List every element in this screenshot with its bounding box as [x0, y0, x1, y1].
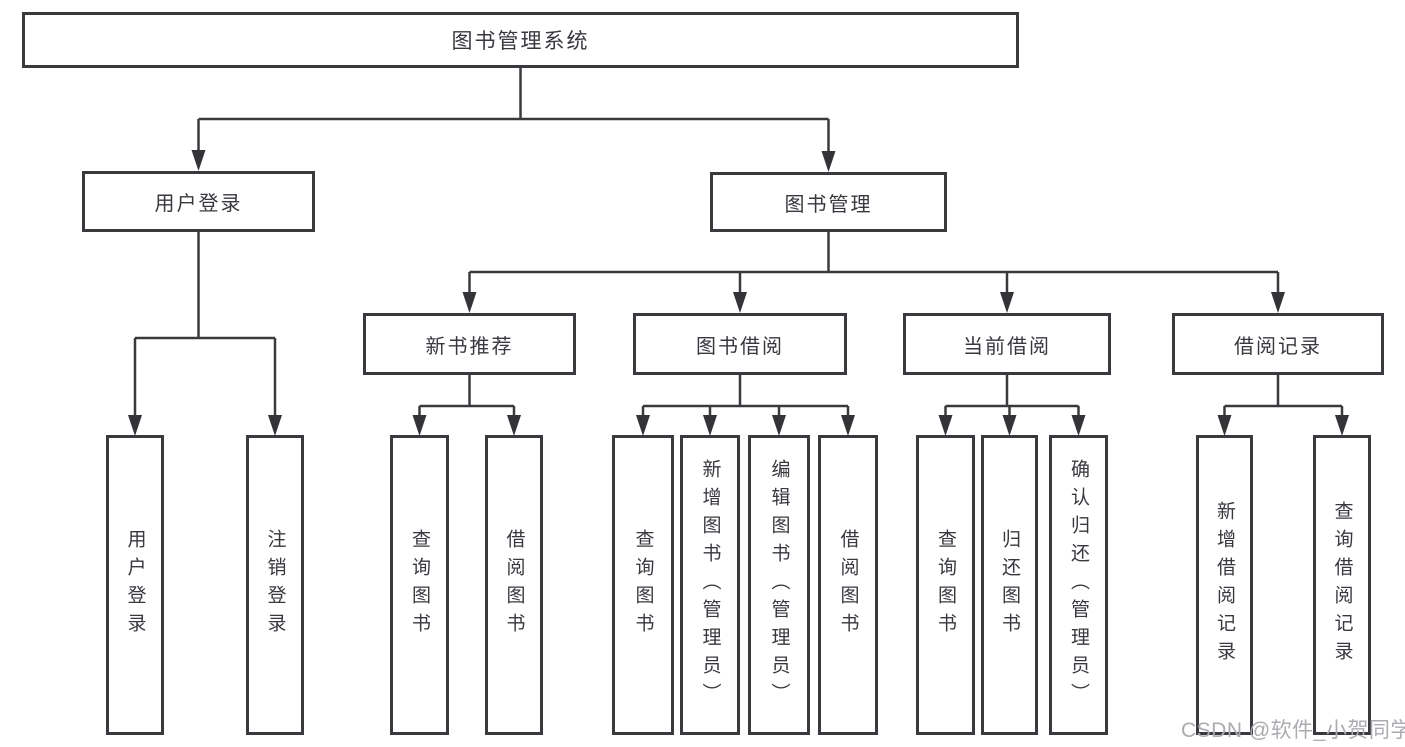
- leaf-nbr-query-books: 查询图书: [390, 435, 449, 735]
- leaf-bb-edit-books-admin: 编辑图书（管理员）: [748, 435, 810, 735]
- leaf-bb-query-books: 查询图书: [612, 435, 674, 735]
- leaf-logout-label: 注销登录: [264, 529, 286, 641]
- leaf-user-login-label: 用户登录: [124, 529, 146, 641]
- node-root: 图书管理系统: [22, 12, 1019, 68]
- leaf-br-query-record: 查询借阅记录: [1313, 435, 1371, 735]
- leaf-nbr-borrow-books: 借阅图书: [485, 435, 543, 735]
- leaf-br-query-record-label: 查询借阅记录: [1331, 501, 1353, 669]
- connector-book-mgmt: [462, 232, 1285, 313]
- leaf-cb-confirm-return-admin: 确认归还（管理员）: [1049, 435, 1108, 735]
- leaf-logout: 注销登录: [246, 435, 304, 735]
- node-new-book-rec: 新书推荐: [363, 313, 576, 375]
- leaf-user-login: 用户登录: [106, 435, 164, 735]
- leaf-cb-confirm-return-admin-label: 确认归还（管理员）: [1068, 459, 1089, 711]
- leaf-br-add-record-label: 新增借阅记录: [1214, 501, 1235, 669]
- leaf-cb-query-books-label: 查询图书: [935, 529, 956, 641]
- leaf-cb-return-books-label: 归还图书: [999, 529, 1020, 641]
- leaf-cb-return-books: 归还图书: [981, 435, 1038, 735]
- node-user-login-label: 用户登录: [154, 193, 243, 215]
- leaf-bb-borrow-books-label: 借阅图书: [837, 529, 859, 641]
- leaf-nbr-borrow-books-label: 借阅图书: [503, 529, 525, 641]
- node-book-mgmt: 图书管理: [710, 172, 947, 232]
- leaf-bb-borrow-books: 借阅图书: [818, 435, 878, 735]
- node-book-mgmt-label: 图书管理: [784, 193, 873, 216]
- node-borrow-record-label: 借阅记录: [1234, 335, 1322, 358]
- node-current-borrow-label: 当前借阅: [963, 335, 1051, 358]
- connector-borrow-record: [1217, 375, 1349, 436]
- node-new-book-rec-label: 新书推荐: [425, 335, 514, 358]
- node-root-label: 图书管理系统: [451, 30, 590, 53]
- leaf-bb-edit-books-admin-label: 编辑图书（管理员）: [768, 459, 790, 711]
- leaf-bb-add-books-admin-label: 新增图书（管理员）: [699, 459, 721, 711]
- node-book-borrow-label: 图书借阅: [696, 335, 784, 358]
- leaf-nbr-query-books-label: 查询图书: [409, 529, 430, 641]
- node-book-borrow: 图书借阅: [633, 313, 847, 375]
- leaf-cb-query-books: 查询图书: [916, 435, 975, 735]
- leaf-bb-query-books-label: 查询图书: [632, 529, 654, 641]
- connector-user-login: [128, 232, 282, 436]
- connector-book-borrow: [636, 375, 855, 436]
- node-current-borrow: 当前借阅: [903, 313, 1111, 375]
- node-user-login: 用户登录: [82, 171, 315, 232]
- node-borrow-record: 借阅记录: [1172, 313, 1384, 375]
- connector-current-borrow: [938, 375, 1086, 436]
- connector-new-book-rec: [412, 375, 521, 436]
- leaf-br-add-record: 新增借阅记录: [1196, 435, 1253, 735]
- connector-root: [191, 68, 836, 172]
- leaf-bb-add-books-admin: 新增图书（管理员）: [680, 435, 740, 735]
- csdn-watermark: CSDN @软件_小贺同学: [1181, 719, 1405, 742]
